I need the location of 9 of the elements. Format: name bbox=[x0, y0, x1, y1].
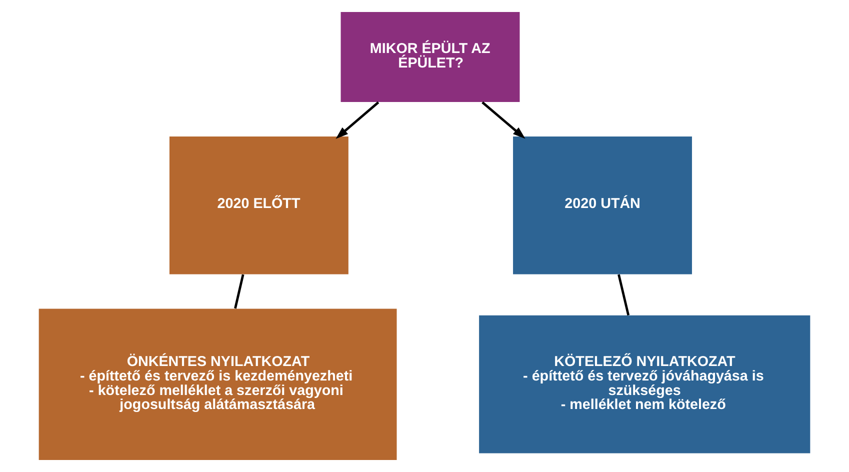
node-box: 2020 UTÁN bbox=[513, 136, 692, 274]
node-box: ÖNKÉNTES NYILATKOZAT - építtető és tervező is kezdeményezheti - kötelező melléklet a szerzői vagyoni jogosultság alátámasztására bbox=[38, 308, 397, 460]
node-box: 2020 ELŐTT bbox=[169, 136, 348, 274]
arrow bbox=[482, 101, 526, 139]
node-box: KÖTELEZŐ NYILATKOZAT - építtető és tervező jóváhagyása is szükséges - melléklet nem kötelező bbox=[479, 315, 810, 454]
arrow bbox=[336, 101, 380, 139]
connector bbox=[618, 274, 630, 316]
connector bbox=[234, 274, 244, 309]
node-box: MIKOR ÉPÜLT AZ ÉPÜLET? bbox=[340, 12, 520, 102]
